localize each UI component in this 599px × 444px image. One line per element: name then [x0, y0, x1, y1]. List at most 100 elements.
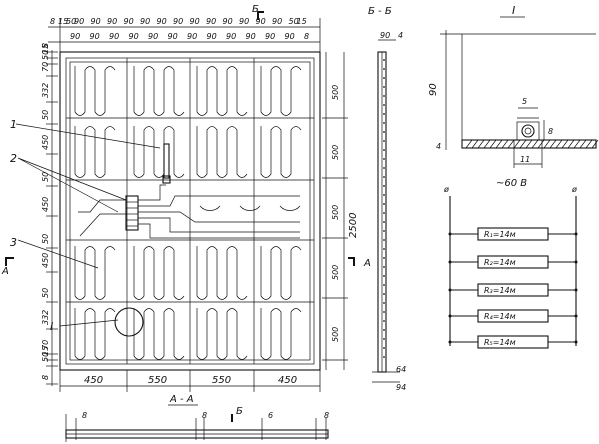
right-dim-value: 500 [331, 205, 340, 220]
detail-wire [521, 124, 535, 138]
top-dim-1-value: 90 [157, 17, 167, 26]
resistor-label: R₁=14м [484, 230, 516, 239]
right-total-dim: 2500 [348, 213, 359, 238]
top-dim-1-value: 50 [289, 17, 299, 26]
detail-circle [114, 307, 144, 337]
coil-segment [74, 308, 116, 360]
top-dim-2-value: 90 [70, 32, 80, 41]
plan-view: 1 2 3 I А А Б [1, 4, 371, 371]
lead-wires [78, 184, 300, 239]
coil-segment [133, 308, 185, 360]
resistor-label: R₅=14м [484, 338, 516, 347]
top-dim-1-value: 15 [58, 17, 68, 26]
left-dim-value: 8 [41, 375, 50, 380]
section-bb-wires [383, 59, 385, 358]
detail-dim-90: 90 [428, 83, 439, 96]
top-dim-2-value: 90 [246, 32, 256, 41]
right-dim-value: 500 [331, 145, 340, 160]
top-dim-2-value: 90 [168, 32, 178, 41]
top-dim-2-value: 90 [265, 32, 275, 41]
aa-dim-8c: 8 [324, 411, 329, 420]
aa-dim-8a: 8 [82, 411, 87, 420]
left-dim-value: 332 [41, 310, 50, 325]
aa-dim-8b: 8 [202, 411, 207, 420]
coil-segment [74, 126, 116, 178]
resistor-label: R₂=14м [484, 258, 516, 267]
resistor-box [477, 283, 549, 297]
top-dim-2-value: 90 [187, 32, 197, 41]
top-dim-2-value: 90 [109, 32, 119, 41]
right-dim-value: 500 [331, 327, 340, 342]
svg-text:ø: ø [443, 185, 449, 194]
top-dim-1-value: 90 [256, 17, 266, 26]
coil-segment [196, 308, 248, 360]
top-dim-2-value: 90 [285, 32, 295, 41]
top-dim-1-value: 90 [206, 17, 216, 26]
top-dim-1-value: 90 [74, 17, 84, 26]
right-dim-value: 500 [331, 85, 340, 100]
top-dim-2-value: 90 [207, 32, 217, 41]
bb-dim-90: 90 [380, 31, 390, 40]
top-dim-2-value: 8 [304, 32, 309, 41]
top-dim-1-value: 50 [66, 17, 76, 26]
top-dim-1-value: 90 [140, 17, 150, 26]
heating-coils [74, 66, 302, 360]
top-dim-2-value: 90 [148, 32, 158, 41]
terminal-block [125, 195, 139, 231]
resistor-box [477, 335, 549, 349]
top-dim-2-value: 90 [90, 32, 100, 41]
coil-segment [196, 246, 248, 300]
callout-detail: I [50, 320, 53, 333]
top-dim-1-value: 8 [50, 17, 55, 26]
coil-segment [133, 246, 185, 300]
detail-title: I [512, 4, 515, 17]
left-dim-value: 50 [41, 50, 50, 60]
coil-segment [196, 126, 248, 178]
thermostat-box [162, 175, 171, 184]
top-dim-1-value: 90 [190, 17, 200, 26]
section-aa-title: А - А [169, 394, 194, 405]
resistor-box [477, 255, 549, 269]
left-dim-value: 450 [41, 197, 50, 212]
left-dim-value: 450 [41, 135, 50, 150]
coil-segment [74, 66, 116, 116]
aa-section-mark: Б [236, 406, 243, 417]
top-dim-1-value: 90 [124, 17, 134, 26]
left-dim-value: 70 [41, 340, 50, 350]
coil-segment [133, 126, 185, 178]
thermostat-element [163, 143, 170, 179]
left-dim-value: 332 [41, 83, 50, 98]
detail-hatching [465, 139, 599, 149]
coil-segment [260, 66, 302, 116]
coil-segment [260, 246, 302, 300]
coil-segment [260, 308, 302, 360]
detail-dim-8: 8 [548, 127, 553, 136]
section-bb: Б - Б 90 4 64 94 [368, 6, 406, 392]
section-aa: А - А 8 8 6 8 Б [65, 394, 329, 442]
section-bb-title: Б - Б [368, 6, 392, 17]
top-dim-1-value: 90 [223, 17, 233, 26]
top-dim-1-value: 90 [239, 17, 249, 26]
svg-text:ø: ø [571, 185, 577, 194]
left-dim-value: 15 [41, 346, 50, 356]
left-dim-value: 50 [41, 288, 50, 298]
left-dim-value: 50 [41, 110, 50, 120]
left-dim-value: 8 [41, 43, 50, 48]
top-dim-2-value: 90 [226, 32, 236, 41]
top-dim-1-value: 15 [297, 17, 307, 26]
left-dim-value: 450 [41, 253, 50, 268]
detail-dim-4: 4 [436, 142, 441, 151]
bottom-dim-value: 550 [148, 375, 167, 386]
left-dim-value: 50 [41, 172, 50, 182]
callout-2: 2 [10, 152, 17, 165]
bb-dim-4: 4 [398, 31, 403, 40]
left-dim-value: 50 [41, 234, 50, 244]
detail-i: I 90 4 5 8 11 [428, 4, 599, 168]
bb-dim-64: 64 [396, 365, 406, 374]
detail-dim-11: 11 [520, 155, 530, 164]
